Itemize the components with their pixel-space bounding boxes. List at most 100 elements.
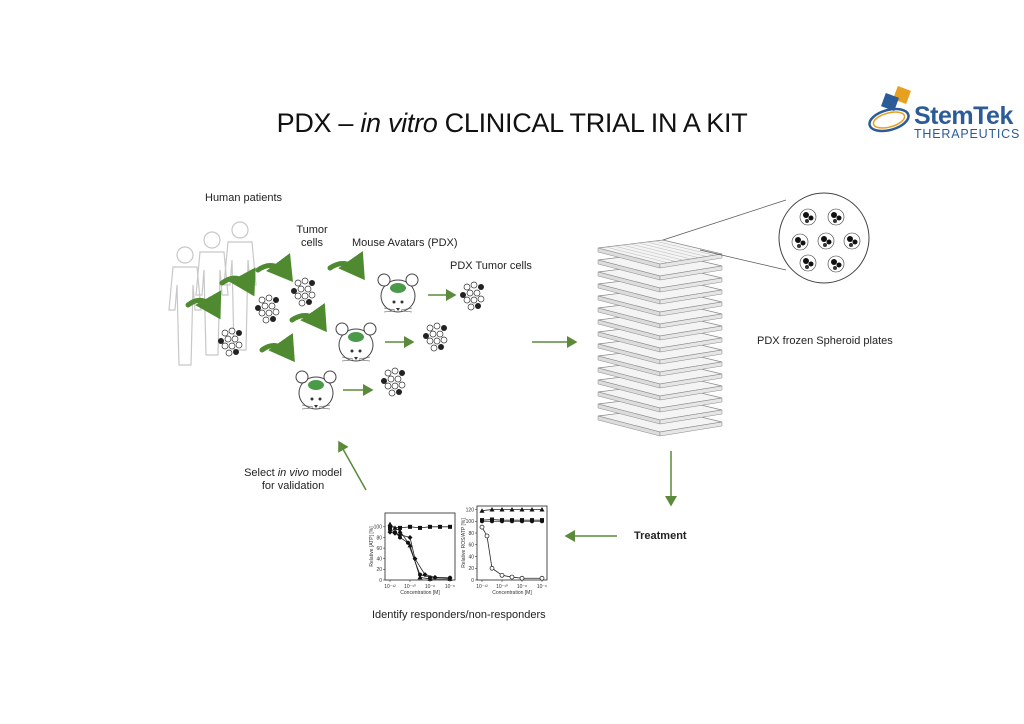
data-point [480, 519, 484, 524]
y-tick-label: 0 [379, 578, 382, 584]
data-point [387, 529, 393, 535]
x-tick-label: 10⁻¹⁰ [404, 584, 416, 590]
plate-side [659, 385, 723, 401]
data-point [489, 507, 495, 512]
data-point [422, 572, 428, 578]
plate-side [659, 349, 723, 365]
plate-zoom [662, 192, 870, 284]
y-tick-label: 60 [468, 543, 474, 549]
y-tick-label: 40 [468, 554, 474, 560]
data-point [509, 574, 515, 580]
x-tick-label: 10⁻¹² [476, 584, 488, 590]
y-axis-label: Relative [ATP] [%] [369, 526, 375, 567]
plate-side [659, 397, 723, 413]
logo: StemTek THERAPEUTICS [914, 102, 1020, 141]
data-point [447, 575, 453, 581]
plate-grid-line [614, 245, 676, 262]
data-point [490, 519, 494, 524]
logo-mark [868, 86, 911, 133]
data-point [499, 507, 505, 512]
label-pdx-tumor-cells: PDX Tumor cells [450, 260, 532, 272]
data-point [539, 575, 545, 581]
x-axis-label: Concentration [M] [400, 590, 440, 596]
data-point [418, 572, 422, 577]
y-tick-label: 80 [468, 531, 474, 537]
data-point [388, 524, 392, 529]
label-select-model: Select in vivo model for validation [244, 467, 342, 492]
plate-side [659, 373, 723, 389]
data-point [418, 525, 422, 530]
x-tick-label: 10⁻⁸ [517, 584, 527, 590]
data-point [520, 519, 524, 524]
flow-arrows [338, 289, 677, 542]
y-tick-label: 20 [468, 566, 474, 572]
data-point [479, 524, 485, 530]
plate-grid-line [606, 246, 668, 263]
plate-side [659, 421, 723, 437]
data-point [519, 575, 525, 581]
data-point [500, 519, 504, 524]
data-point [388, 527, 392, 532]
plate-grid-line [597, 247, 661, 265]
x-tick-label: 10⁻¹⁰ [496, 584, 508, 590]
data-point [499, 572, 505, 578]
x-axis-label: Concentration [M] [492, 590, 532, 596]
y-tick-label: 40 [376, 557, 382, 563]
data-point [428, 524, 432, 529]
plate-side [659, 409, 723, 425]
plate-side [659, 313, 723, 329]
plate-side [659, 289, 723, 305]
data-point [408, 524, 412, 529]
data-point [392, 525, 398, 530]
data-point [479, 508, 485, 513]
data-point [398, 535, 402, 540]
label-mouse-avatars: Mouse Avatars (PDX) [352, 237, 458, 249]
label-human-patients: Human patients [205, 192, 283, 204]
label-identify-responders: Identify responders/non-responders [372, 609, 546, 621]
data-point [432, 574, 438, 580]
y-tick-label: 120 [466, 507, 475, 513]
plate-side [659, 325, 723, 341]
plate-side [659, 265, 723, 281]
page-title: PDX – in vitro CLINICAL TRIAL IN A KIT [276, 108, 748, 138]
data-point [510, 519, 514, 524]
plate-side [659, 277, 723, 293]
logo-brand: StemTek [914, 102, 1013, 130]
data-point [392, 530, 398, 536]
data-point [509, 507, 515, 512]
x-tick-label: 10⁻⁸ [425, 584, 435, 590]
chart-frame [476, 505, 548, 581]
plate-side [659, 301, 723, 317]
plate-side [659, 361, 723, 377]
plate-grid-line [622, 244, 684, 261]
x-tick-label: 10⁻¹² [384, 584, 396, 590]
data-point [397, 532, 403, 538]
plate-side [659, 253, 723, 269]
logo-subtitle: THERAPEUTICS [914, 127, 1021, 141]
data-point [398, 525, 402, 530]
plate-grid-line [638, 242, 699, 258]
spheroid-plate-stack [597, 239, 723, 437]
plate-grid-line [646, 241, 707, 257]
x-tick-label: 10⁻⁶ [445, 584, 455, 590]
y-tick-label: 100 [466, 519, 475, 525]
y-tick-label: 60 [376, 546, 382, 552]
data-point [519, 507, 525, 512]
response-charts: 0 20 40 60 80 100 10⁻¹² 10⁻¹⁰ 10⁻⁸ 10⁻⁶ Concentrat… [369, 505, 548, 596]
data-point [529, 507, 535, 512]
label-treatment: Treatment [634, 530, 687, 542]
y-tick-label: 100 [374, 525, 383, 531]
y-axis-label: Relative ROS/ATP [%] [461, 518, 467, 568]
data-point [412, 556, 418, 562]
y-tick-label: 20 [376, 567, 382, 573]
data-point [448, 524, 452, 529]
chart-frame [384, 512, 456, 581]
data-point [530, 519, 534, 524]
data-point [417, 574, 423, 580]
y-tick-label: 0 [471, 578, 474, 584]
data-point [397, 528, 403, 534]
